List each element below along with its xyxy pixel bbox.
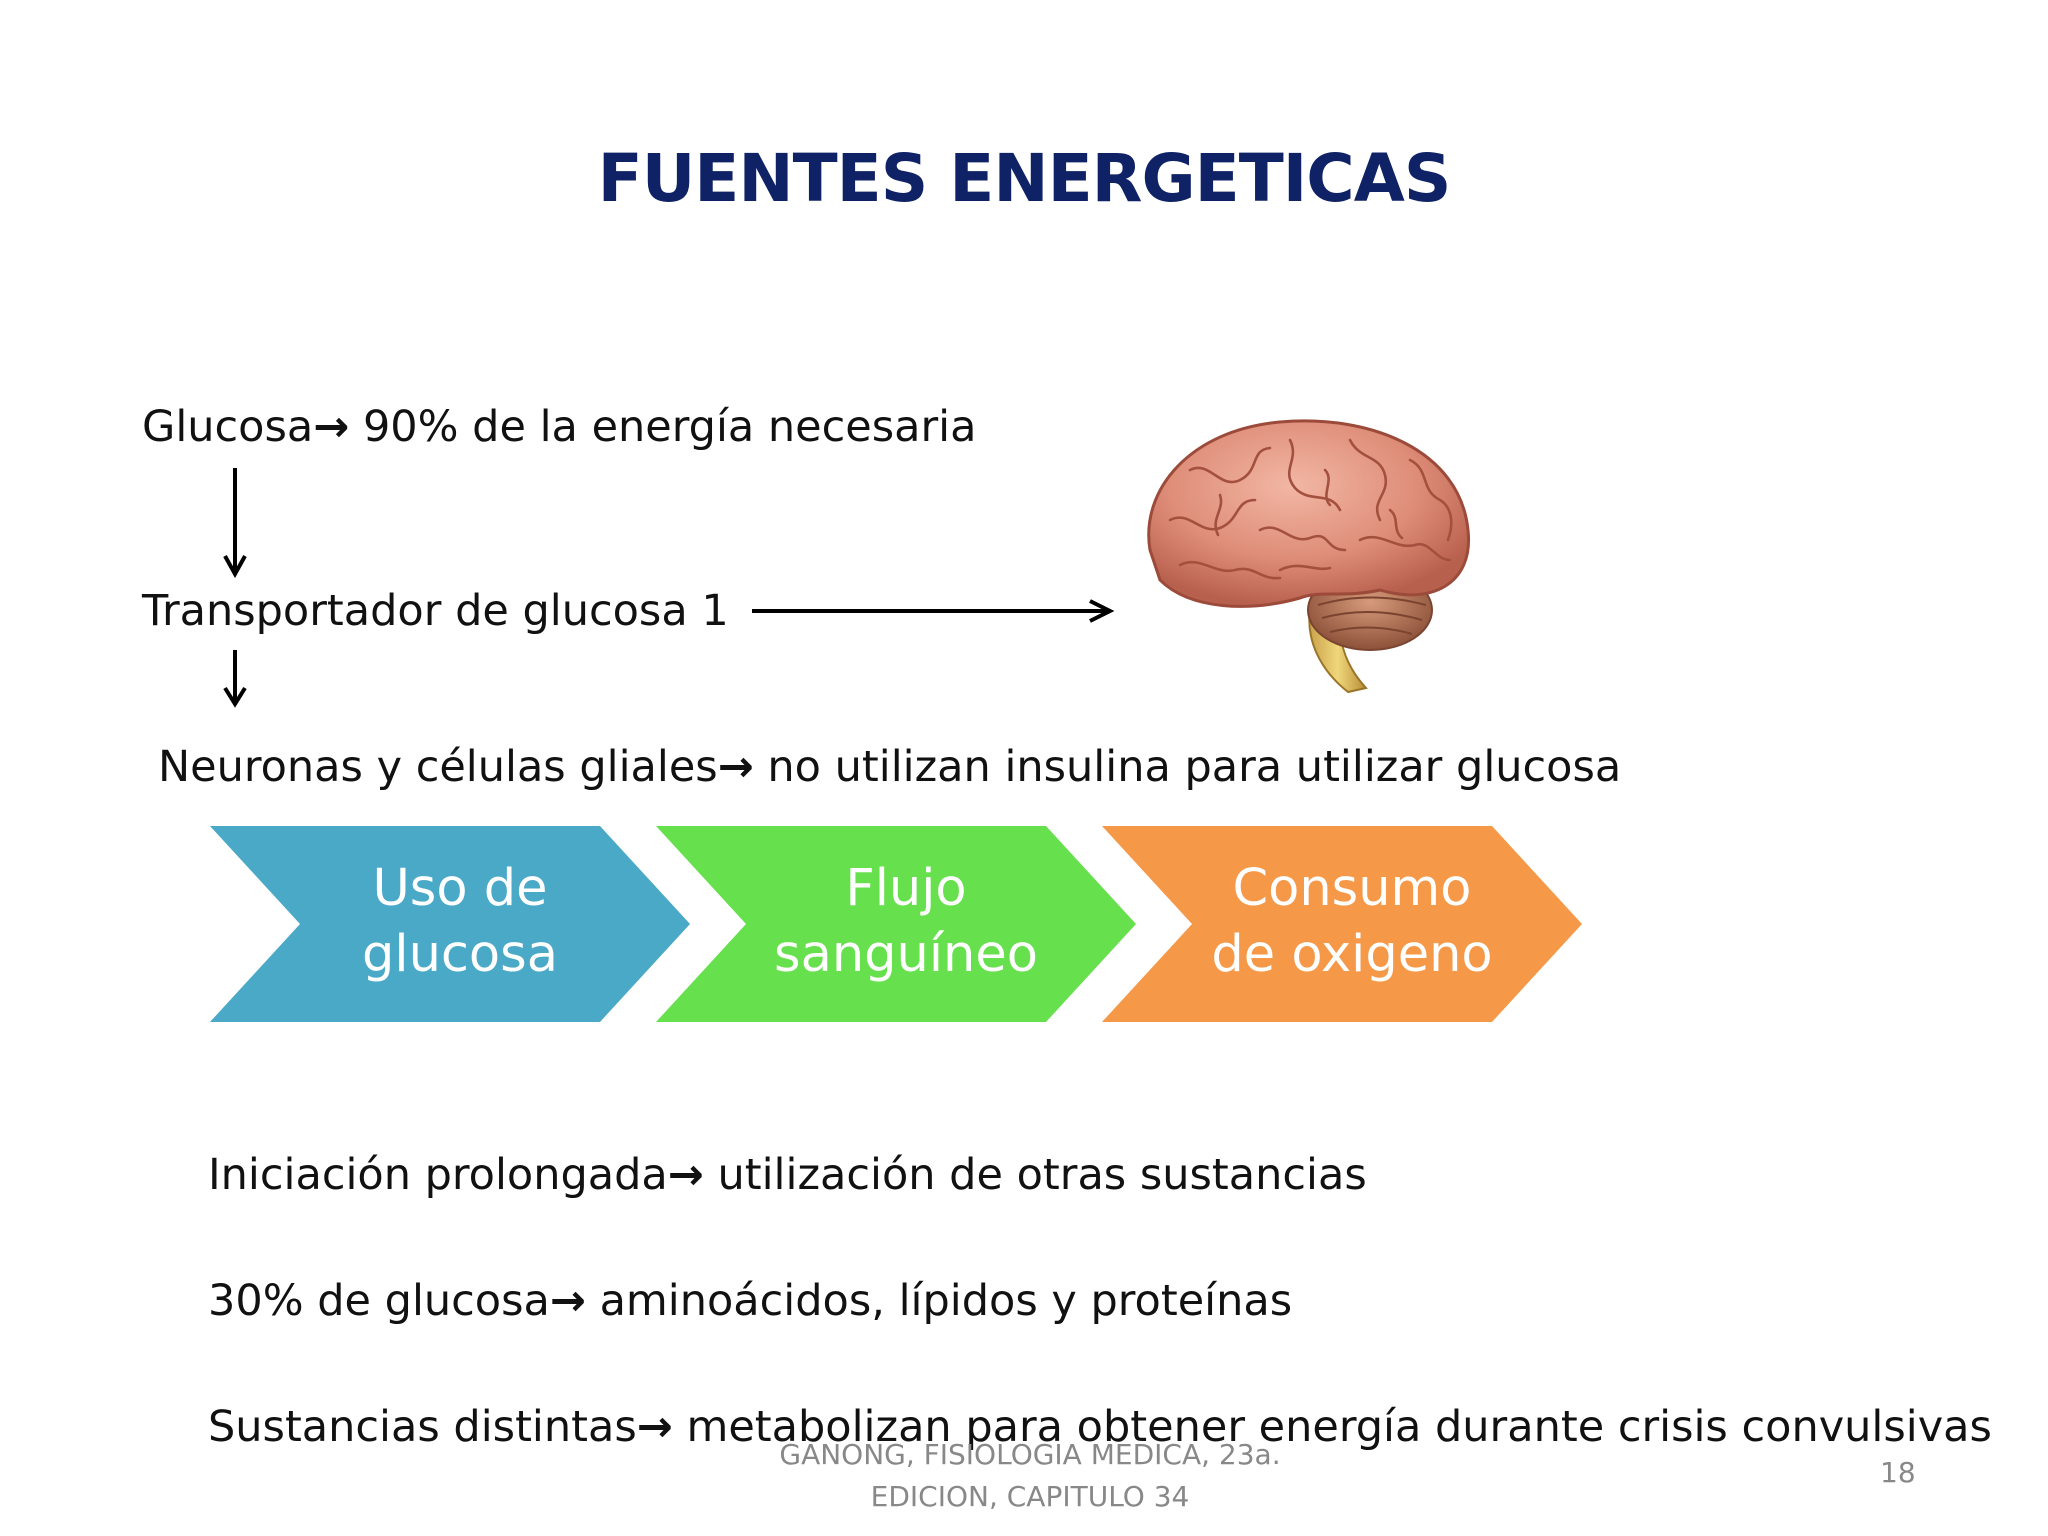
brain-icon [1147, 419, 1471, 694]
glucosa-energy-text: 90% de la energía necesaria [362, 402, 977, 452]
right-arrow-icon: → [636, 1402, 673, 1452]
right-arrow-icon: → [717, 742, 754, 792]
chevron-label-line: Flujo [845, 859, 967, 918]
footer-reference-line: GANONG, FISIOLOGIA MEDICA, 23a. [779, 1438, 1281, 1471]
bullet-3: Sustancias distintas→ metabolizan para o… [208, 1402, 1992, 1452]
chevron-uso-de-glucosa [210, 826, 690, 1022]
glucosa-label: Glucosa [142, 402, 314, 452]
down-arrow-icon [223, 650, 247, 708]
glucosa-line: Glucosa→ 90% de la energía necesaria [142, 402, 976, 452]
neuronas-label: Neuronas y células gliales [158, 742, 718, 792]
right-arrow-icon: → [313, 402, 350, 452]
chevron-label-line: glucosa [362, 925, 558, 984]
chevron-label-line: Uso de [372, 859, 548, 918]
chevron-label-line: Consumo [1232, 859, 1472, 918]
chevron-label-2: Flujo sanguíneo [756, 856, 1056, 988]
chevron-label-line: de oxigeno [1211, 925, 1493, 984]
chevron-label-line: sanguíneo [774, 925, 1038, 984]
bullet-text: utilización de otras sustancias [717, 1150, 1367, 1200]
chevron-label-3: Consumo de oxigeno [1202, 856, 1502, 988]
page-number: 18 [1880, 1456, 1916, 1489]
chevron-label-1: Uso de glucosa [310, 856, 610, 988]
down-arrow-icon [223, 468, 247, 579]
right-arrow-icon [752, 599, 1115, 623]
right-arrow-icon: → [549, 1276, 586, 1326]
footer-reference: GANONG, FISIOLOGIA MEDICA, 23a. EDICION,… [700, 1434, 1360, 1518]
neuronas-line: Neuronas y células gliales→ no utilizan … [158, 742, 1621, 792]
chevron-consumo-de-oxigeno [1102, 826, 1582, 1022]
bullet-1: Iniciación prolongada→ utilización de ot… [208, 1150, 1367, 1200]
neuronas-text: no utilizan insulina para utilizar gluco… [767, 742, 1622, 792]
chevron-flujo-sanguineo [656, 826, 1136, 1022]
bullet-text: metabolizan para obtener energía durante… [686, 1402, 1992, 1452]
slide-title: FUENTES ENERGETICAS [597, 140, 1452, 217]
bullet-2: 30% de glucosa→ aminoácidos, lípidos y p… [208, 1276, 1292, 1326]
bullet-label: 30% de glucosa [208, 1276, 550, 1326]
bullet-label: Sustancias distintas [208, 1402, 637, 1452]
bullet-text: aminoácidos, lípidos y proteínas [599, 1276, 1293, 1326]
process-chevrons [210, 826, 1582, 1022]
footer-reference-line: EDICION, CAPITULO 34 [870, 1480, 1190, 1513]
right-arrow-icon: → [667, 1150, 704, 1200]
bullet-label: Iniciación prolongada [208, 1150, 668, 1200]
transportador-line: Transportador de glucosa 1 [142, 586, 729, 636]
